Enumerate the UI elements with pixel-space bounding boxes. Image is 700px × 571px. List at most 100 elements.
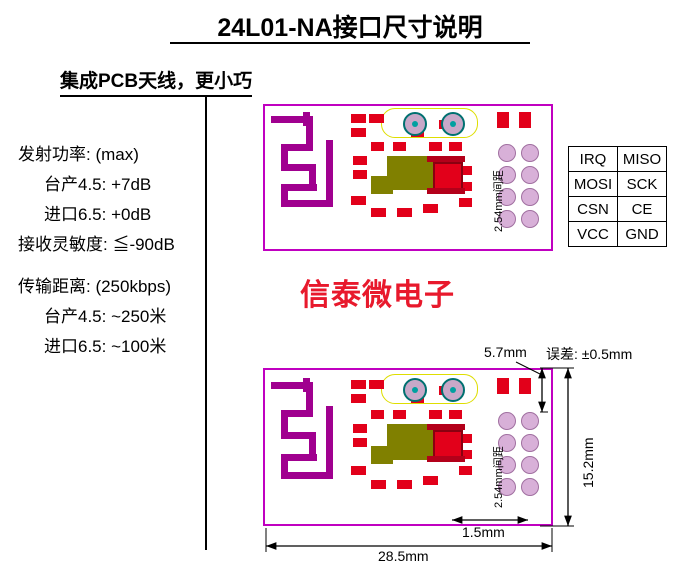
spec-item-tx-power-domestic: 台产4.5: +7dB <box>44 175 152 194</box>
smd-pad <box>459 434 472 443</box>
smd-pad <box>459 182 472 191</box>
header-pad <box>521 144 539 162</box>
smd-pad <box>351 128 366 137</box>
header-pad <box>498 412 516 430</box>
header-pad <box>498 144 516 162</box>
smd-pad <box>459 166 472 175</box>
pin-table: IRQ MISO MOSI SCK CSN CE VCC GND <box>568 146 667 247</box>
copper-pour <box>371 446 393 464</box>
antenna-trace-segment <box>306 382 313 416</box>
antenna-trace-segment <box>281 144 313 151</box>
smd-pad <box>351 196 366 205</box>
antenna-trace-segment <box>281 164 315 171</box>
via-hole <box>403 112 427 136</box>
antenna-trace-segment <box>271 116 313 123</box>
header-pad <box>498 188 516 206</box>
antenna-trace-segment <box>281 410 313 417</box>
antenna-trace-segment <box>281 144 288 170</box>
chip-pad <box>427 456 465 462</box>
spec-item-tx-power: 发射功率: (max) <box>18 145 139 164</box>
smd-pad <box>353 170 367 179</box>
smd-pad <box>459 450 472 459</box>
spec-item-tx-power-import: 进口6.5: +0dB <box>44 205 152 224</box>
pitch-label-top: 2.54mm间距 <box>493 170 505 232</box>
antenna-trace-segment <box>281 454 317 461</box>
board-diagram-bottom: 2.54mm间距 <box>263 368 553 526</box>
header-pad <box>498 210 516 228</box>
header-pad <box>521 166 539 184</box>
smd-pad <box>351 380 366 389</box>
header-pad <box>521 456 539 474</box>
copper-pour <box>371 176 393 194</box>
antenna-trace-segment <box>271 382 313 389</box>
header-pad <box>521 434 539 452</box>
rf-chip <box>433 162 463 192</box>
smd-pad <box>423 476 438 485</box>
smd-pad <box>371 410 384 419</box>
pitch-label-bottom: 2.54mm间距 <box>493 446 505 508</box>
smd-pad <box>397 480 412 489</box>
spec-item-range-import: 进口6.5: ~100米 <box>44 337 167 356</box>
table-row: VCC GND <box>568 221 667 247</box>
dim-label-width: 28.5mm <box>378 548 429 564</box>
antenna-trace-segment <box>306 116 313 150</box>
spec-item-range: 传输距离: (250kbps) <box>18 277 172 296</box>
smd-pad <box>459 198 472 207</box>
smd-pad <box>351 394 366 403</box>
pin-cell: CE <box>617 196 667 222</box>
smd-pad <box>429 142 442 151</box>
smd-pad <box>519 112 531 128</box>
board-diagram-top: 2.54mm间距 <box>263 104 553 251</box>
silkscreen-outline <box>381 374 478 404</box>
smd-pad <box>497 112 509 128</box>
smd-pad <box>397 208 412 217</box>
smd-pad <box>449 410 462 419</box>
vertical-divider <box>205 95 207 550</box>
header-pad <box>498 434 516 452</box>
antenna-trace-segment <box>281 184 317 191</box>
antenna-trace-segment <box>281 454 288 478</box>
header-pad <box>498 478 516 496</box>
header-pad <box>498 456 516 474</box>
smd-pad <box>369 380 384 389</box>
pin-cell: IRQ <box>568 146 618 172</box>
spec-item-sensitivity: 接收灵敏度: ≦-90dB <box>18 235 175 254</box>
antenna-trace-segment <box>326 140 333 207</box>
copper-pour <box>387 424 439 460</box>
smd-pad <box>371 142 384 151</box>
pin-cell: VCC <box>568 221 618 247</box>
antenna-trace-segment <box>281 410 288 438</box>
pin-cell: GND <box>617 221 667 247</box>
smd-pad <box>429 410 442 419</box>
title-underline <box>170 42 530 44</box>
table-row: CSN CE <box>568 196 667 222</box>
smd-pad <box>369 114 384 123</box>
antenna-trace-segment <box>309 164 316 190</box>
smd-pad <box>371 208 386 217</box>
pin-cell: SCK <box>617 171 667 197</box>
antenna-trace-segment <box>303 378 310 392</box>
header-pad <box>521 478 539 496</box>
chip-pad <box>427 188 465 194</box>
smd-pad <box>393 142 406 151</box>
header-pad <box>521 210 539 228</box>
dim-label-tolerance: 误差: ±0.5mm <box>546 346 633 362</box>
smd-pad <box>449 142 462 151</box>
smd-pad <box>497 378 509 394</box>
subtitle: 集成PCB天线，更小巧 <box>60 66 253 97</box>
spec-item-range-domestic: 台产4.5: ~250米 <box>44 307 167 326</box>
table-row: IRQ MISO <box>568 146 667 172</box>
smd-pad <box>371 480 386 489</box>
dim-label-header-offset: 5.7mm <box>484 344 527 360</box>
smd-pad <box>519 378 531 394</box>
smd-pad <box>353 424 367 433</box>
smd-pad <box>351 466 366 475</box>
antenna-trace-segment <box>303 112 310 126</box>
pin-cell: CSN <box>568 196 618 222</box>
smd-pad <box>351 114 366 123</box>
header-pad <box>521 412 539 430</box>
antenna-trace-segment <box>309 432 316 460</box>
chip-pad <box>427 424 465 430</box>
antenna-trace-segment <box>281 432 315 439</box>
via-hole <box>441 112 465 136</box>
